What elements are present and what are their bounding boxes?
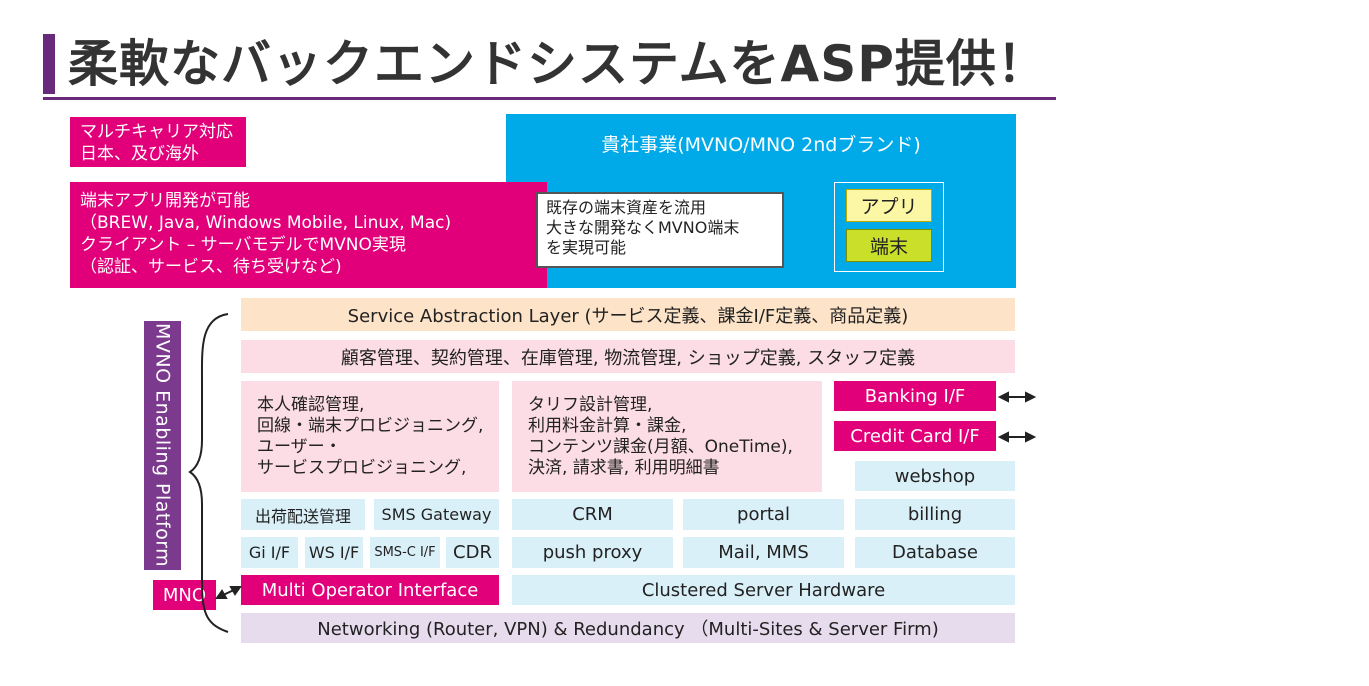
app-device-frame (834, 182, 944, 272)
tariff-billing-block: タリフ設計管理, 利用料金計算・課金, コンテンツ課金(月額、OneTime),… (512, 381, 822, 492)
multicarrier-line-2: 日本、及び海外 (80, 144, 199, 164)
platform-brace (188, 313, 229, 633)
tariff-line-1: タリフ設計管理, (528, 395, 653, 415)
app-dev-line-1: 端末アプリ開発が可能 (80, 191, 250, 211)
smsc-if-box: SMS-C I/F (370, 537, 440, 568)
ws-if-box: WS I/F (305, 537, 363, 568)
page-title: 柔軟なバックエンドシステムをASP提供！ (68, 35, 1048, 93)
multicarrier-line-1: マルチキャリア対応 (80, 122, 233, 142)
cdr-box: CDR (446, 537, 499, 568)
tariff-line-4: 決済, 請求書, 利用明細書 (528, 458, 720, 478)
banking-arrow (997, 391, 1037, 403)
identity-line-2: 回線・端末プロビジョニング, (257, 416, 484, 436)
title-underline (43, 97, 1056, 100)
reuse-note-line-1: 既存の端末資産を流用 (546, 198, 707, 217)
reuse-note-line-3: を実現可能 (546, 238, 627, 257)
tariff-line-2: 利用料金計算・課金, (528, 416, 687, 436)
credit-card-if-box: Credit Card I/F (834, 421, 996, 451)
gi-if-box: Gi I/F (241, 537, 298, 568)
banking-if-box: Banking I/F (834, 381, 996, 411)
mno-box: MNO (153, 580, 216, 610)
push-proxy-box: push proxy (512, 537, 673, 568)
identity-provisioning-block: 本人確認管理, 回線・端末プロビジョニング, ユーザー・ サービスプロビジョニン… (241, 381, 499, 492)
app-dev-line-4: （認証、サービス、待ち受けなど) (80, 257, 342, 277)
service-abstraction-layer: Service Abstraction Layer (サービス定義、課金I/F定… (241, 298, 1015, 331)
mail-mms-box: Mail, MMS (683, 537, 844, 568)
identity-line-4: サービスプロビジョニング, (257, 458, 467, 478)
app-dev-line-2: （BREW, Java, Windows Mobile, Linux, Mac) (80, 213, 452, 233)
billing-box: billing (855, 499, 1015, 530)
reuse-note-line-2: 大きな開発なくMVNO端末 (546, 218, 740, 237)
crm-box: CRM (512, 499, 673, 530)
credit-card-arrow (997, 431, 1037, 443)
title-accent-bar (43, 34, 55, 94)
app-dev-line-3: クライアント – サーバモデルでMVNO実現 (80, 235, 406, 255)
clustered-server-hardware: Clustered Server Hardware (512, 575, 1015, 605)
identity-line-1: 本人確認管理, (257, 395, 365, 415)
multi-operator-interface: Multi Operator Interface (241, 575, 499, 605)
app-dev-box: 端末アプリ開発が可能 （BREW, Java, Windows Mobile, … (70, 182, 547, 288)
shipping-box: 出荷配送管理 (241, 499, 365, 530)
customer-management-layer: 顧客管理、契約管理、在庫管理, 物流管理, ショップ定義, スタッフ定義 (241, 340, 1015, 373)
portal-box: portal (683, 499, 844, 530)
sms-gateway-box: SMS Gateway (374, 499, 499, 530)
device-label-box: 端末 (846, 229, 932, 262)
mvno-enabling-platform-label: MVNO Enabling Platform (144, 321, 181, 570)
networking-layer: Networking (Router, VPN) & Redundancy （M… (241, 613, 1015, 643)
multicarrier-box: マルチキャリア対応 日本、及び海外 (70, 117, 246, 167)
identity-line-3: ユーザー・ (257, 437, 342, 457)
database-box: Database (855, 537, 1015, 568)
webshop-box: webshop (855, 461, 1015, 491)
mno-arrow (215, 586, 242, 599)
reuse-note: 既存の端末資産を流用 大きな開発なくMVNO端末 を実現可能 (536, 192, 784, 268)
tariff-line-3: コンテンツ課金(月額、OneTime), (528, 437, 793, 457)
business-title: 貴社事業(MVNO/MNO 2ndブランド) (601, 134, 921, 156)
app-label-box: アプリ (846, 189, 932, 222)
